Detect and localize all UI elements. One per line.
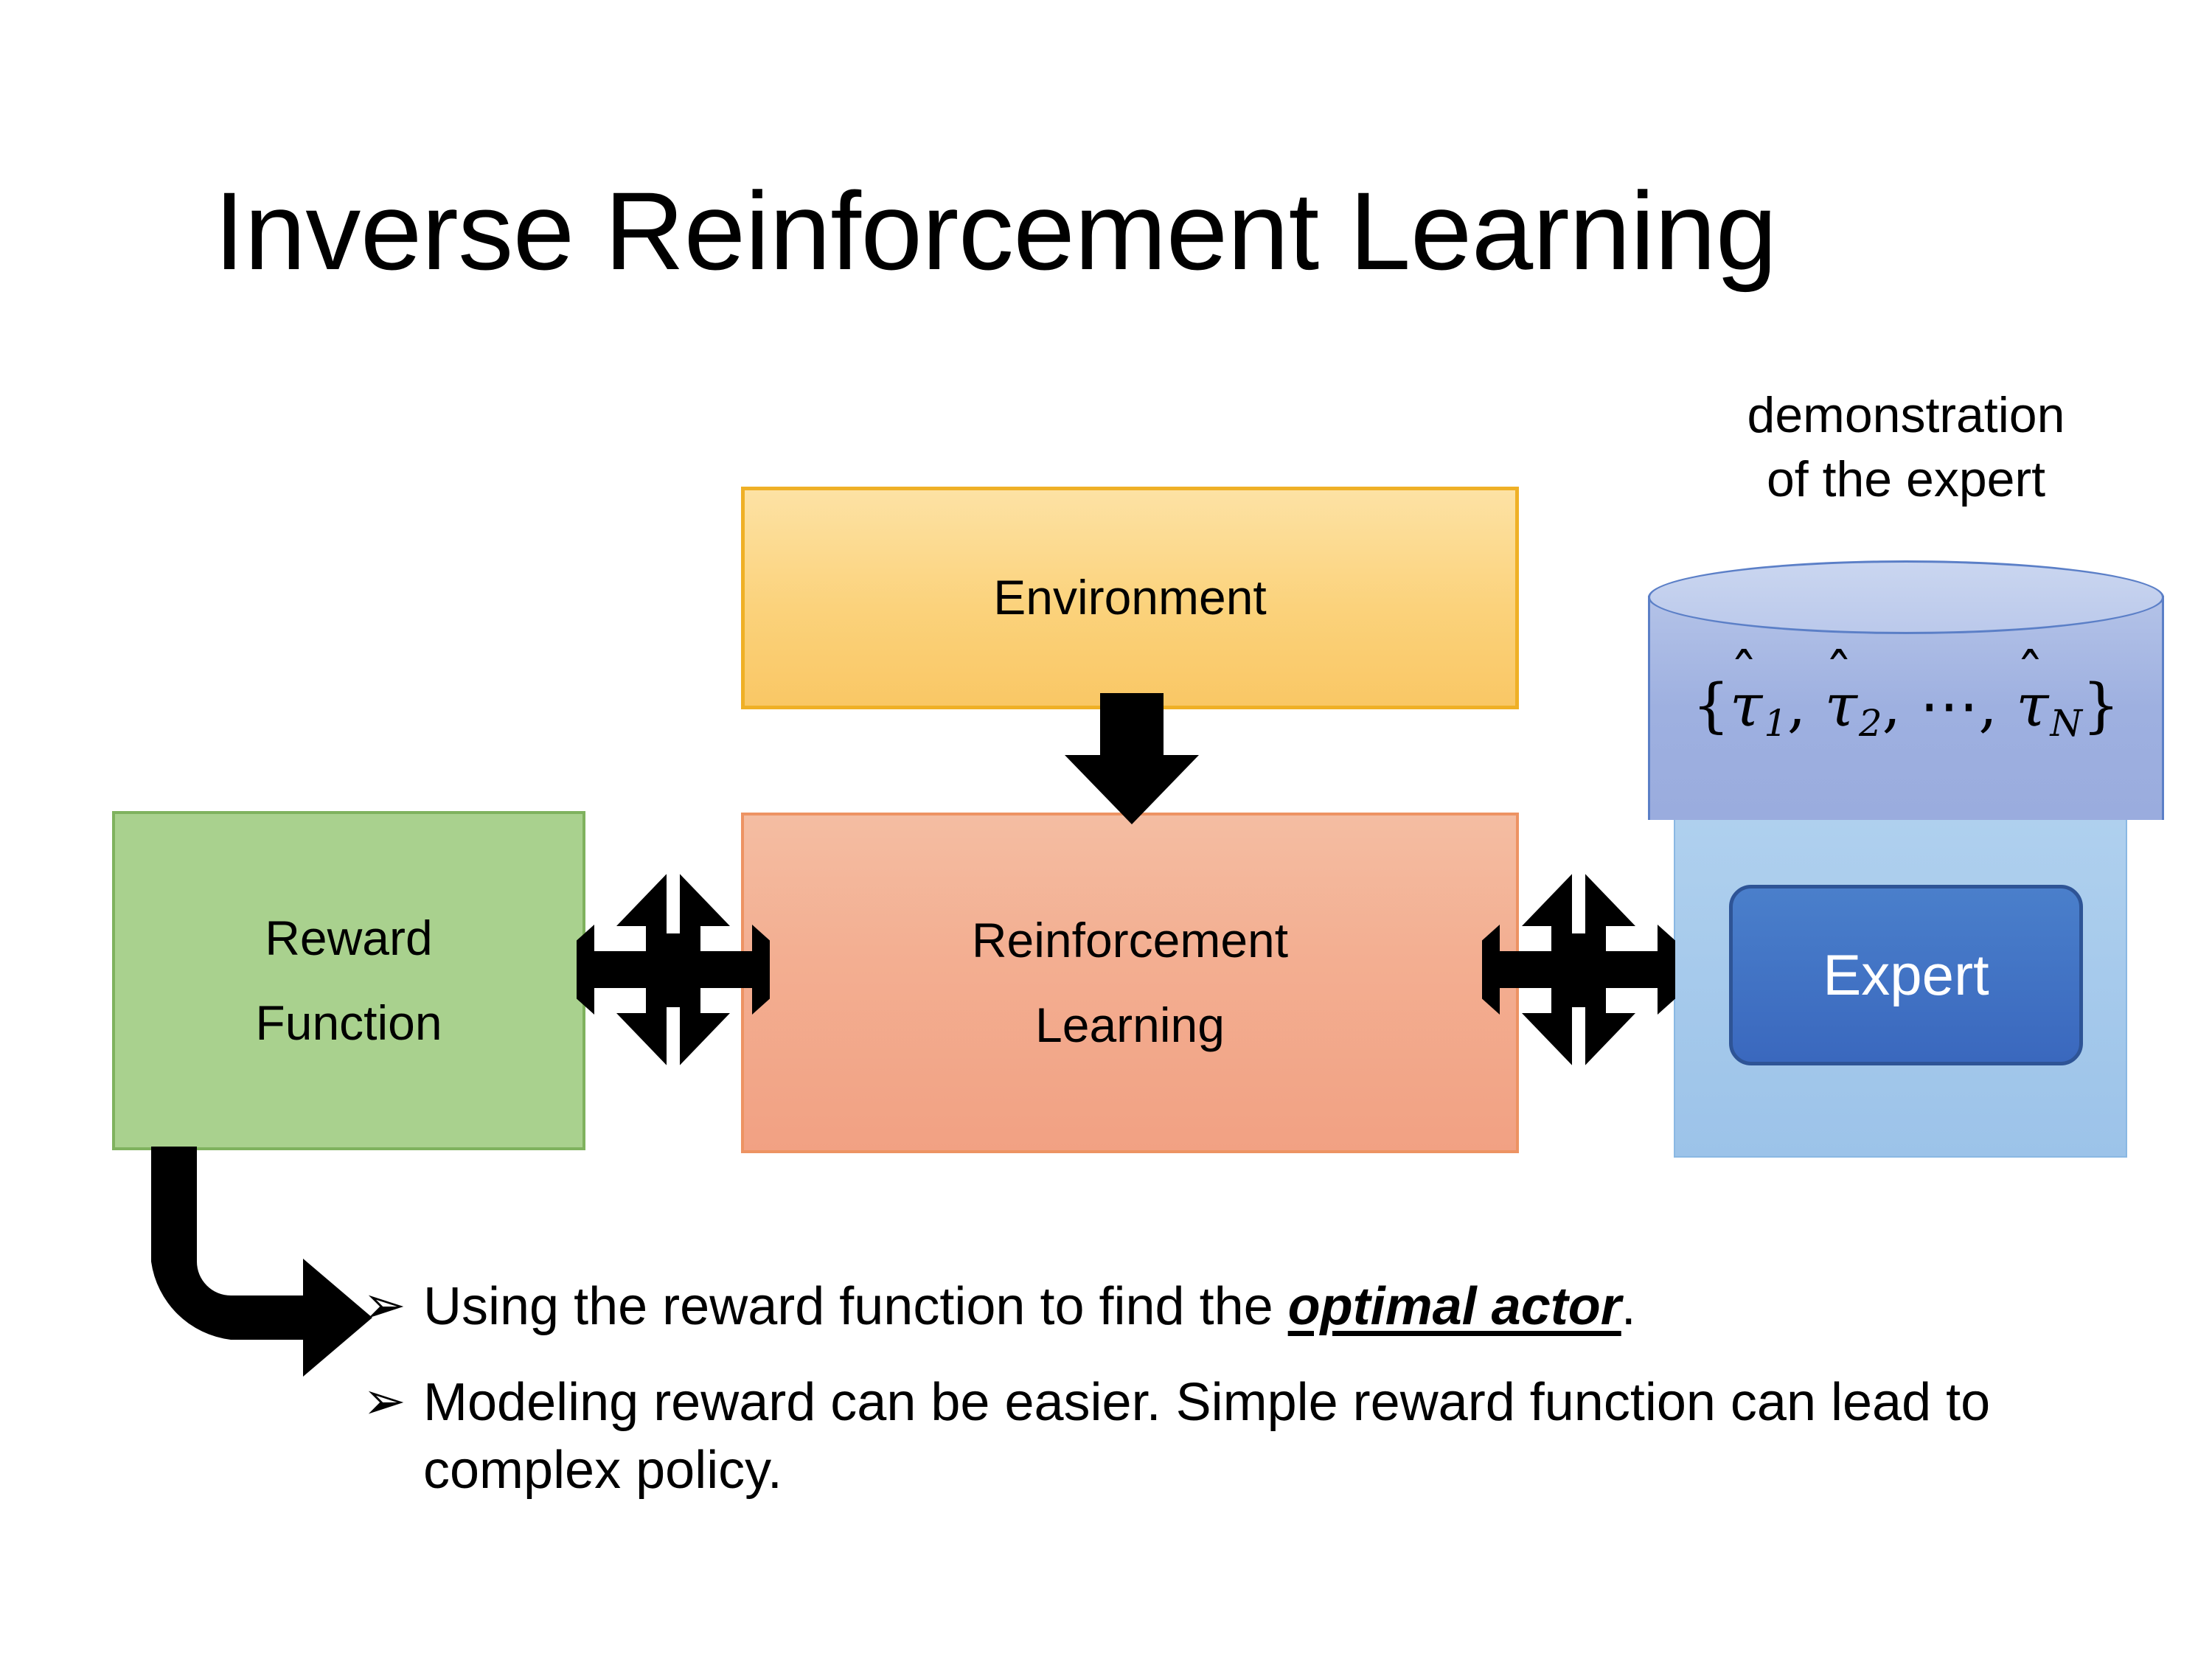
note-1-prefix: Using the reward function to find the [423, 1277, 1288, 1336]
note-1-suffix: . [1621, 1277, 1636, 1336]
formula-sep-2: , [1882, 671, 1920, 740]
bent-arrow-icon [151, 1147, 372, 1377]
quad-arrow-icon-left [577, 863, 770, 1077]
environment-box-label: Environment [993, 570, 1267, 625]
demonstration-caption: demonstration of the expert [1633, 383, 2179, 512]
formula-sep-3: , [1978, 671, 2017, 740]
list-item: ➢ Modeling reward can be easier. Simple … [363, 1368, 2088, 1504]
reinforcement-learning-box[interactable]: Reinforcement Learning [741, 813, 1519, 1153]
down-arrow-icon [1065, 693, 1199, 824]
list-item: ➢ Using the reward function to find the … [363, 1273, 2088, 1340]
reinforcement-learning-box-label: Reinforcement Learning [972, 898, 1288, 1068]
formula-sep-1: , [1787, 671, 1825, 740]
cylinder-top-ellipse [1648, 560, 2164, 634]
rl-label-line1: Reinforcement [971, 912, 1289, 967]
formula-sub-1: 1 [1764, 701, 1787, 745]
reward-label-line2: Function [255, 995, 442, 1050]
reward-label-line1: Reward [265, 910, 433, 965]
hat-accent-2: ˆ [1824, 641, 1853, 708]
tau-base-2: τ [1824, 671, 1857, 740]
note-2-prefix: Modeling reward can be easier. Simple re… [423, 1373, 1991, 1500]
formula-sub-2: 2 [1859, 701, 1882, 745]
expert-box[interactable]: Expert [1729, 885, 2083, 1065]
notes-list: ➢ Using the reward function to find the … [363, 1273, 2088, 1532]
tau-base-n: τ [2016, 671, 2049, 740]
note-text-2: Modeling reward can be easier. Simple re… [423, 1368, 2088, 1504]
expert-box-label: Expert [1823, 942, 1989, 1007]
bullet-arrow-icon: ➢ [363, 1372, 406, 1430]
hat-accent-n: ˆ [2016, 641, 2045, 708]
formula-close-brace: } [2081, 671, 2120, 740]
hat-accent-1: ˆ [1730, 641, 1759, 708]
demonstration-caption-line2: of the expert [1766, 451, 2046, 508]
page-title: Inverse Reinforcement Learning [214, 169, 1777, 293]
demonstration-caption-line1: demonstration [1747, 387, 2065, 443]
reward-function-box-label: Reward Function [255, 896, 442, 1066]
note-1-emphasis: optimal actor [1287, 1277, 1621, 1336]
formula-sub-n: N [2050, 701, 2082, 745]
formula-open-brace: { [1692, 671, 1731, 740]
bullet-arrow-icon: ➢ [363, 1276, 406, 1334]
rl-label-line2: Learning [1035, 998, 1225, 1052]
formula-ellipsis: ⋯ [1919, 671, 1979, 740]
environment-box[interactable]: Environment [741, 487, 1519, 709]
note-text-1: Using the reward function to find the op… [423, 1273, 2088, 1340]
reward-function-box[interactable]: Reward Function [112, 811, 585, 1150]
quad-arrow-icon-right [1482, 863, 1675, 1077]
tau-base-1: τ [1730, 671, 1763, 740]
